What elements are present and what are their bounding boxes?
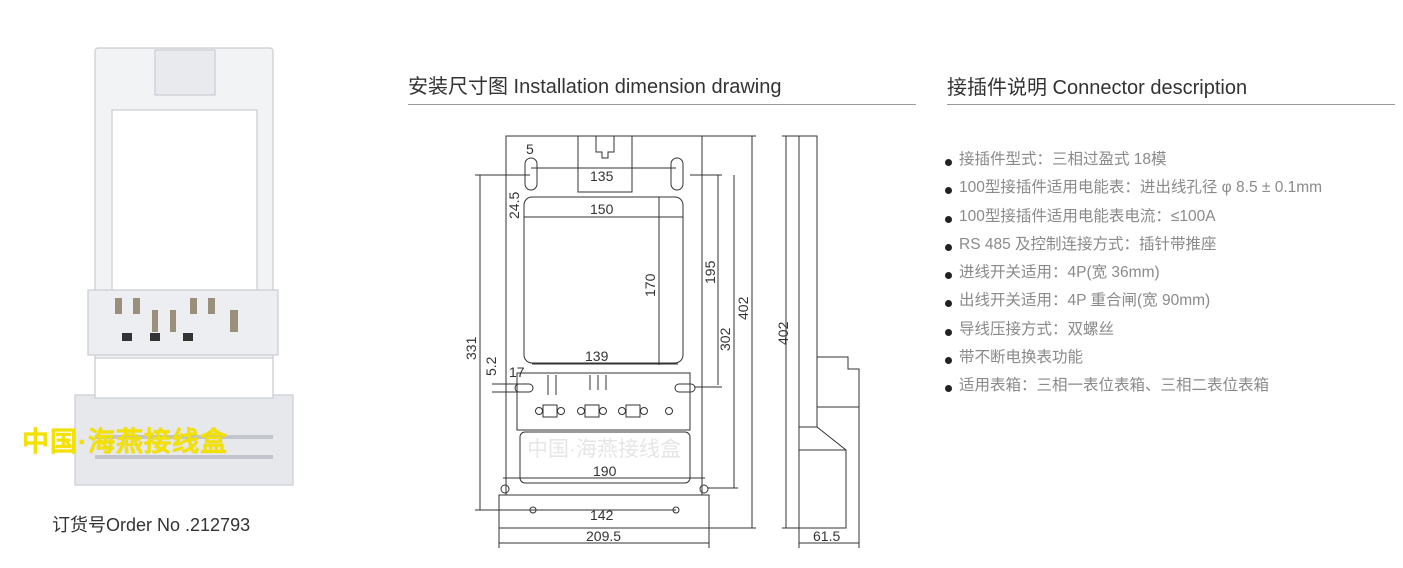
dim-5-2: 5.2 bbox=[483, 356, 499, 376]
side-view-base bbox=[798, 426, 847, 529]
top-tab bbox=[577, 136, 633, 193]
connector-item: 导线压接方式：双螺丝 bbox=[945, 317, 1114, 339]
connector-item: RS 485 及控制连接方式：插针带推座 bbox=[945, 232, 1217, 254]
connector-item: 出线开关适用：4P 重合闸(宽 90mm) bbox=[945, 288, 1210, 310]
dim-142: 142 bbox=[590, 507, 614, 523]
bullet-icon bbox=[945, 385, 952, 393]
dim-24-5: 24.5 bbox=[506, 192, 522, 219]
dim-302: 302 bbox=[717, 327, 733, 351]
connector-item: 进线开关适用：4P(宽 36mm) bbox=[945, 260, 1160, 282]
drawing-title-rule bbox=[408, 104, 916, 105]
bullet-icon bbox=[945, 329, 952, 337]
side-dim-402: 402 bbox=[775, 321, 791, 345]
side-view-body bbox=[798, 135, 818, 428]
side-view-bracket bbox=[817, 356, 860, 408]
connector-item: 适用表箱：三相一表位表箱、三相二表位表箱 bbox=[945, 373, 1269, 395]
dim-209-5: 209.5 bbox=[586, 528, 621, 544]
connector-section bbox=[516, 372, 691, 431]
bullet-icon bbox=[945, 357, 952, 365]
meter-window bbox=[523, 196, 684, 364]
order-number: 订货号Order No .212793 bbox=[52, 515, 251, 535]
bullet-icon bbox=[945, 159, 952, 167]
bullet-icon bbox=[945, 216, 952, 224]
connector-item: 接插件型式：三相过盈式 18模 bbox=[945, 147, 1167, 169]
dim-195: 195 bbox=[702, 260, 718, 284]
bullet-icon bbox=[945, 187, 952, 195]
connector-item: 100型接插件适用电能表：进出线孔径 φ 8.5 ± 0.1mm bbox=[945, 175, 1322, 197]
connector-item: 100型接插件适用电能表电流：≤100A bbox=[945, 204, 1216, 226]
base-block bbox=[74, 394, 294, 486]
connector-title-rule bbox=[947, 104, 1395, 105]
lower-panel bbox=[519, 431, 691, 484]
dim-61-5: 61.5 bbox=[813, 528, 840, 544]
dim-402: 402 bbox=[735, 296, 751, 320]
dim-150: 150 bbox=[590, 201, 614, 217]
dim-139: 139 bbox=[585, 348, 609, 364]
dim-17: 17 bbox=[509, 364, 525, 380]
dim-331: 331 bbox=[463, 336, 479, 360]
bullet-icon bbox=[945, 272, 952, 280]
dim-170: 170 bbox=[642, 273, 658, 297]
connector-title: 接插件说明 Connector description bbox=[947, 77, 1248, 99]
dim-5: 5 bbox=[526, 141, 534, 157]
connector-item: 带不断电换表功能 bbox=[945, 345, 1083, 367]
dim-135: 135 bbox=[590, 168, 614, 184]
dim-190: 190 bbox=[593, 463, 617, 479]
product-photo bbox=[74, 47, 294, 486]
bottom-rail bbox=[498, 494, 710, 529]
product-watermark: 中国·海燕接线盒 bbox=[22, 427, 228, 457]
drawing-title: 安装尺寸图 Installation dimension drawing bbox=[408, 76, 782, 98]
bullet-icon bbox=[945, 244, 952, 252]
bullet-icon bbox=[945, 300, 952, 308]
drawing-watermark: 中国·海燕接线盒 bbox=[527, 438, 681, 461]
meter-window bbox=[111, 109, 258, 296]
